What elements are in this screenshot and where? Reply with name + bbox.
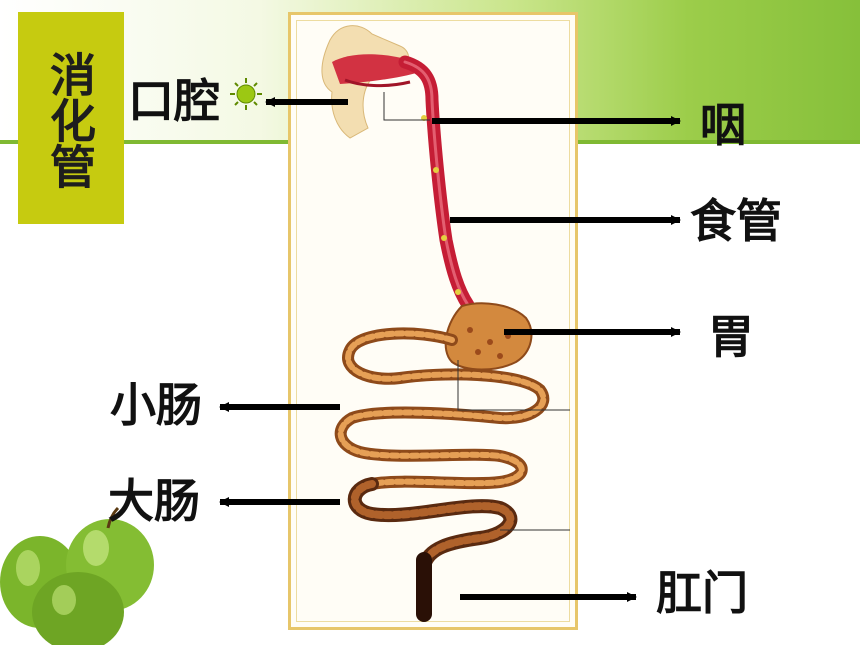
- diagram-frame-inner: [296, 20, 570, 622]
- label-pharynx: 咽: [700, 98, 746, 152]
- sun-icon: [230, 78, 262, 110]
- label-large-intestine: 大肠: [108, 474, 200, 528]
- label-anus: 肛门: [656, 566, 748, 620]
- title-box: [18, 12, 124, 224]
- label-esophagus: 食管: [690, 194, 782, 248]
- apples-decoration: [0, 506, 154, 645]
- page-title: 消化管: [43, 51, 97, 189]
- diagram-frame: [288, 12, 578, 630]
- esophagus-tube: [398, 55, 475, 312]
- label-arrows: [219, 97, 681, 602]
- label-mouth: 口腔: [128, 74, 220, 128]
- label-stomach: 胃: [708, 310, 754, 364]
- head-illustration: [321, 25, 420, 139]
- label-small-intestine: 小肠: [110, 378, 202, 432]
- leader-lines: [383, 92, 570, 531]
- stomach-shape: [444, 302, 533, 371]
